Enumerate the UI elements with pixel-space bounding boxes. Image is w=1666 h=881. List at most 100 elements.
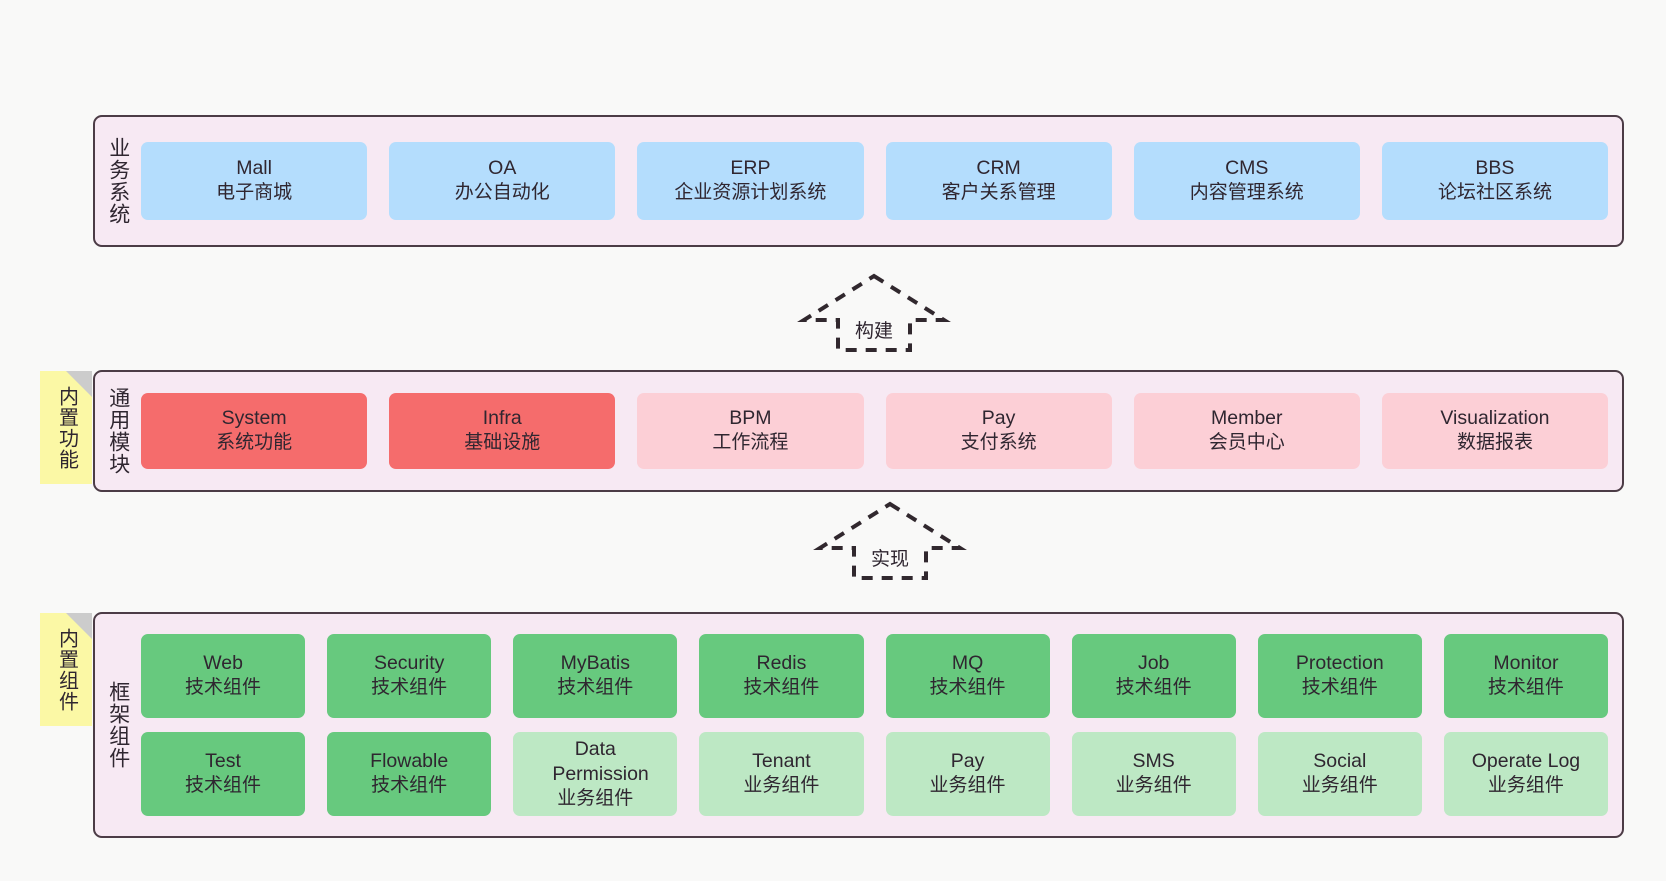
sticky-fold-icon	[66, 613, 92, 639]
card-cms[interactable]: CMS 内容管理系统	[1133, 142, 1360, 220]
connector-implement-label: 实现	[870, 549, 909, 570]
card-subtitle: 工作流程	[712, 432, 789, 454]
card-title: Redis	[756, 652, 807, 675]
layer-title-common-module: 通用模块	[106, 387, 130, 475]
card-erp[interactable]: ERP 企业资源计划系统	[637, 142, 864, 220]
card-flowable[interactable]: Flowable 技术组件	[327, 732, 492, 816]
layer-body-framework-component: Web 技术组件 Security 技术组件 MyBatis 技术组件 Redi…	[141, 614, 1622, 836]
card-protection[interactable]: Protection 技术组件	[1257, 634, 1422, 718]
card-operate-log[interactable]: Operate Log 业务组件	[1443, 732, 1608, 816]
card-job[interactable]: Job 技术组件	[1071, 634, 1236, 718]
card-subtitle: 业务组件	[929, 775, 1006, 797]
card-mq[interactable]: MQ 技术组件	[885, 634, 1050, 718]
sticky-fold-icon	[66, 371, 92, 397]
card-subtitle: 技术组件	[1301, 677, 1378, 699]
card-infra[interactable]: Infra 基础设施	[389, 393, 616, 469]
card-bbs[interactable]: BBS 论坛社区系统	[1381, 142, 1609, 220]
layer-common-module: 通用模块 System 系统功能 Infra 基础设施 BPM 工作流程 Pay…	[93, 370, 1624, 492]
card-subtitle: 办公自动化	[454, 182, 550, 204]
card-mall[interactable]: Mall 电子商城	[141, 142, 368, 220]
card-row: Mall 电子商城 OA 办公自动化 ERP 企业资源计划系统 CRM 客户关系…	[141, 142, 1609, 220]
up-arrow-dashed-icon	[813, 501, 967, 580]
card-title: Pay	[950, 750, 985, 773]
card-title: Mall	[236, 157, 272, 180]
card-test[interactable]: Test 技术组件	[141, 732, 306, 816]
card-subtitle: 技术组件	[557, 677, 634, 699]
sticky-note-builtin-feature: 内置功能	[40, 371, 92, 484]
card-title: BPM	[729, 407, 772, 430]
card-title: CMS	[1225, 157, 1269, 180]
card-subtitle: 数据报表	[1456, 432, 1533, 454]
card-mybatis[interactable]: MyBatis 技术组件	[513, 634, 678, 718]
card-pay-module[interactable]: Pay 支付系统	[885, 393, 1112, 469]
card-subtitle: 业务组件	[1115, 775, 1192, 797]
card-subtitle: 技术组件	[743, 677, 820, 699]
card-social[interactable]: Social 业务组件	[1257, 732, 1422, 816]
card-subtitle: 业务组件	[557, 787, 634, 809]
card-subtitle: 内容管理系统	[1189, 182, 1304, 204]
up-arrow-dashed-icon	[797, 273, 951, 352]
card-security[interactable]: Security 技术组件	[327, 634, 492, 718]
card-subtitle: 支付系统	[960, 432, 1037, 454]
card-pay-component[interactable]: Pay 业务组件	[885, 732, 1050, 816]
sticky-note-label: 内置功能	[55, 385, 78, 470]
card-subtitle: 会员中心	[1208, 432, 1285, 454]
card-title: Pay	[981, 407, 1016, 430]
card-title: Tenant	[752, 750, 811, 773]
sticky-note-builtin-component: 内置组件	[40, 613, 92, 726]
card-subtitle: 基础设施	[464, 432, 541, 454]
connector-implement: 实现	[813, 500, 967, 580]
card-title: Infra	[482, 407, 522, 430]
card-crm[interactable]: CRM 客户关系管理	[885, 142, 1112, 220]
card-title: OA	[488, 157, 517, 180]
card-subtitle: 企业资源计划系统	[674, 182, 827, 204]
card-title: Monitor	[1493, 652, 1559, 675]
card-redis[interactable]: Redis 技术组件	[699, 634, 864, 718]
card-subtitle: 技术组件	[1487, 677, 1564, 699]
card-title: Visualization	[1440, 407, 1550, 430]
card-sms[interactable]: SMS 业务组件	[1071, 732, 1236, 816]
card-tenant[interactable]: Tenant 业务组件	[699, 732, 864, 816]
card-title: SMS	[1132, 750, 1175, 773]
layer-framework-component: 框架组件 Web 技术组件 Security 技术组件 MyBatis 技术组件…	[93, 612, 1624, 838]
card-title: CRM	[976, 157, 1021, 180]
layer-title-business-system: 业务系统	[106, 137, 130, 225]
card-subtitle: 技术组件	[185, 677, 262, 699]
layer-title-framework-component: 框架组件	[106, 681, 130, 769]
card-subtitle: 技术组件	[371, 775, 448, 797]
card-title: Security	[373, 652, 445, 675]
card-title: System	[221, 407, 287, 430]
card-system[interactable]: System 系统功能	[141, 393, 368, 469]
card-subtitle: 技术组件	[1115, 677, 1192, 699]
card-title: Member	[1211, 407, 1283, 430]
card-visualization[interactable]: Visualization 数据报表	[1381, 393, 1609, 469]
card-title: Job	[1137, 652, 1170, 675]
card-bpm[interactable]: BPM 工作流程	[637, 393, 864, 469]
card-title: Protection	[1295, 652, 1384, 675]
card-subtitle: 系统功能	[216, 432, 293, 454]
layer-body-common-module: System 系统功能 Infra 基础设施 BPM 工作流程 Pay 支付系统…	[141, 372, 1622, 490]
card-title: MQ	[951, 652, 984, 675]
card-web[interactable]: Web 技术组件	[141, 634, 306, 718]
card-title: BBS	[1475, 157, 1515, 180]
sticky-note-label: 内置组件	[55, 627, 78, 712]
connector-build: 构建	[797, 272, 951, 352]
card-subtitle: 业务组件	[1487, 775, 1564, 797]
card-monitor[interactable]: Monitor 技术组件	[1443, 634, 1608, 718]
card-subtitle: 技术组件	[371, 677, 448, 699]
layer-body-business-system: Mall 电子商城 OA 办公自动化 ERP 企业资源计划系统 CRM 客户关系…	[141, 117, 1622, 245]
connector-build-label: 构建	[854, 321, 893, 342]
card-member[interactable]: Member 会员中心	[1133, 393, 1360, 469]
card-title: MyBatis	[560, 652, 630, 675]
card-oa[interactable]: OA 办公自动化	[389, 142, 616, 220]
card-title: Social	[1313, 750, 1367, 773]
card-subtitle: 电子商城	[216, 182, 293, 204]
layer-business-system: 业务系统 Mall 电子商城 OA 办公自动化 ERP 企业资源计划系统 CRM…	[93, 115, 1624, 247]
card-title: ERP	[730, 157, 771, 180]
card-title: Data Permission	[552, 737, 649, 785]
card-subtitle: 技术组件	[185, 775, 262, 797]
card-subtitle: 业务组件	[743, 775, 820, 797]
card-subtitle: 客户关系管理	[941, 182, 1056, 204]
card-data-permission[interactable]: Data Permission 业务组件	[513, 732, 678, 816]
